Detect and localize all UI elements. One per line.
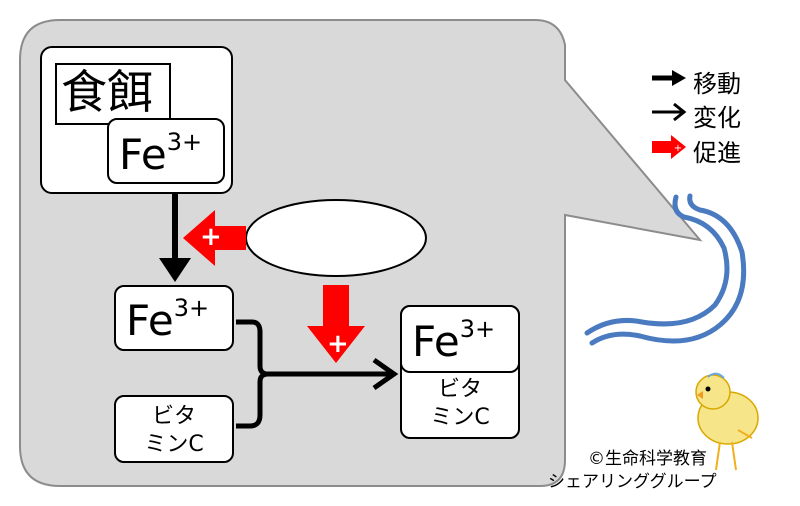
mid-fe-ion: Fe3+ — [126, 296, 209, 342]
vitamin-c-box: ビタ ミンC — [114, 395, 234, 463]
promote-arrow-left — [183, 210, 246, 266]
credit-line1: ©生命科学教育 — [588, 449, 707, 469]
chick-illustration — [695, 372, 759, 471]
food-fe-ion: Fe3+ — [119, 130, 202, 176]
food-fe-base: Fe — [119, 130, 167, 179]
food-label: 食餌 — [61, 65, 153, 119]
promote-left-plus: + — [200, 222, 222, 252]
mid-fe-box: Fe3+ — [114, 285, 234, 351]
legend-promote-label: 促進 — [693, 139, 741, 167]
legend-promote-icon-plus: + — [674, 143, 682, 154]
mid-fe-base: Fe — [126, 296, 174, 345]
legend-promote-icon — [652, 135, 686, 159]
legend-move-icon-head — [672, 70, 686, 86]
vitamin-c-line2: ミンC — [144, 431, 204, 457]
legend-change-label: 変化 — [693, 104, 741, 132]
mid-fe-charge: 3+ — [173, 294, 210, 322]
vitamin-c-line1: ビタ — [151, 404, 196, 429]
product-vitamin-line2: ミンC — [430, 404, 490, 430]
product-vitamin-line1: ビタ — [437, 377, 482, 402]
food-label-box: 食餌 — [55, 63, 171, 125]
change-arrow-head — [372, 357, 399, 391]
product-fe-ion: Fe3+ — [412, 317, 495, 363]
oval-factor — [245, 199, 427, 277]
food-fe-charge: 3+ — [166, 128, 203, 156]
legend-move-label: 移動 — [693, 70, 741, 98]
product-fe-charge: 3+ — [459, 315, 496, 343]
food-fe-box: Fe3+ — [107, 118, 225, 184]
product-fe-box: Fe3+ — [400, 305, 520, 373]
product-fe-base: Fe — [412, 317, 460, 366]
promote-arrow-down — [307, 285, 365, 363]
vitamin-c-text: ビタ ミンC — [116, 403, 232, 458]
stomach-outline — [584, 193, 747, 346]
credit-line2: シェアリンググループ — [548, 472, 717, 492]
promote-down-plus: + — [327, 329, 349, 359]
legend-change-icon-head — [673, 102, 687, 122]
product-vitamin-text: ビタ ミンC — [400, 376, 520, 431]
move-arrow-head — [159, 258, 191, 282]
